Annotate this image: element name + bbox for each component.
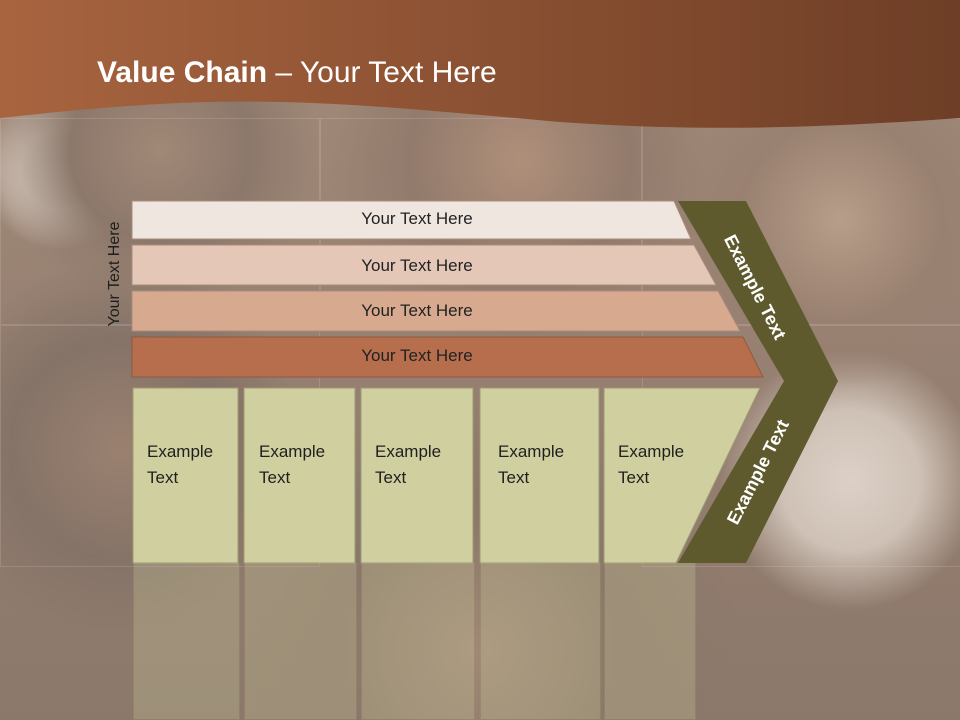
cell-label-3-line2: Text [375, 468, 407, 487]
reflect-cell [604, 563, 696, 720]
cell-label-4-line1: Example [498, 442, 565, 461]
cell-label-3: Example Text [375, 439, 441, 491]
cell-label-5-line2: Text [618, 468, 650, 487]
cell-label-4: Example Text [498, 439, 564, 491]
row-label-4: Your Text Here [361, 346, 473, 365]
cell-label-4-line2: Text [498, 468, 530, 487]
slide-title: Value Chain – Your Text Here [97, 56, 497, 90]
row-bar-2 [131, 244, 717, 286]
cell-box-1 [132, 387, 239, 564]
reflect-cell [244, 563, 357, 720]
row-label-1: Your Text Here [361, 209, 473, 228]
row-bar-3 [131, 290, 741, 332]
row-bar-4 [131, 336, 764, 378]
cell-label-2: Example Text [259, 439, 325, 491]
reflection-flip [0, 563, 960, 720]
cell-label-5: Example Text [618, 439, 684, 491]
reflect-cell [480, 563, 601, 720]
cell-box-2 [243, 387, 356, 564]
cell-box-3 [360, 387, 474, 564]
title-rest: – Your Text Here [267, 56, 497, 89]
cell-label-2-line2: Text [259, 468, 291, 487]
cell-label-3-line1: Example [375, 442, 442, 461]
reflect-cell [361, 563, 475, 720]
cell-label-1-line1: Example [147, 442, 214, 461]
title-bold: Value Chain [97, 56, 268, 89]
cell-label-1: Example Text [147, 439, 213, 491]
cell-label-2-line1: Example [259, 442, 326, 461]
row-label-2: Your Text Here [361, 256, 473, 275]
diagram-reflection [0, 563, 960, 720]
cell-box-5 [603, 387, 761, 564]
chevron-bottom [678, 381, 838, 563]
cell-label-5-line1: Example [618, 442, 685, 461]
row-bar-1 [131, 200, 692, 240]
reflect-cell [133, 563, 240, 720]
cell-label-1-line2: Text [147, 468, 179, 487]
chevron-top [678, 201, 838, 381]
row-label-3: Your Text Here [361, 301, 473, 320]
cell-box-4 [479, 387, 600, 564]
header-band [0, 0, 960, 128]
